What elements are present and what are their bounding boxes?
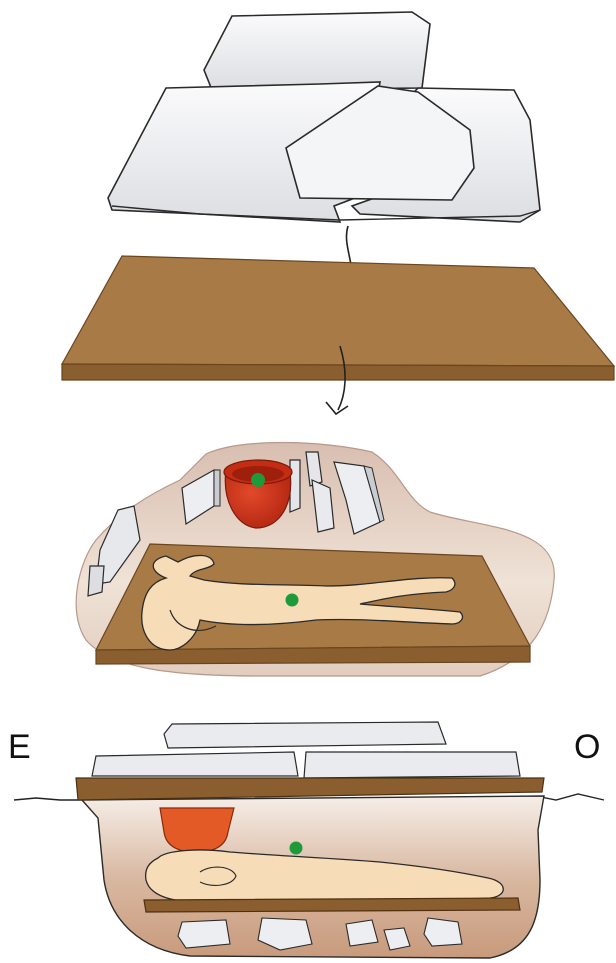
- section-stone-top: [164, 722, 446, 748]
- cover-stone-top: [204, 12, 430, 90]
- green-bead-icon: [290, 842, 303, 855]
- green-bead-icon: [251, 473, 265, 487]
- cross-section-panel: [14, 722, 604, 958]
- grave-interior-panel: [76, 443, 554, 677]
- green-bead-icon: [286, 594, 299, 607]
- wooden-lid-side: [62, 364, 614, 380]
- wooden-lid-panel: [62, 256, 614, 380]
- wooden-lid-top: [62, 256, 614, 366]
- section-stone-right: [304, 752, 520, 778]
- west-label: O: [574, 730, 600, 764]
- cover-stones-panel: [108, 12, 540, 222]
- section-stone-left: [92, 752, 298, 776]
- section-wooden-bed: [144, 898, 520, 912]
- east-label: E: [8, 730, 31, 764]
